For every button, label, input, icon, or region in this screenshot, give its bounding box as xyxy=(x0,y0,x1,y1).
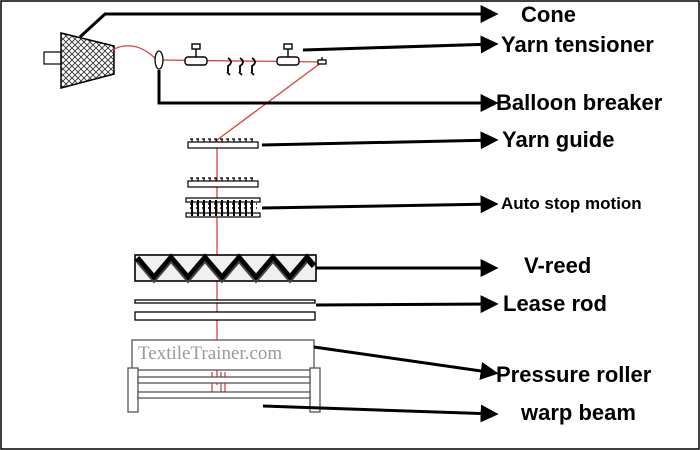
auto-stop-motion-shape xyxy=(185,197,261,218)
arrow-balloon-breaker xyxy=(157,70,499,112)
v-reed-shape xyxy=(134,253,317,284)
label-warp-beam: warp beam xyxy=(521,400,636,425)
pointer-arrows xyxy=(78,5,499,423)
tensioner-disc-2 xyxy=(276,43,300,66)
label-cone: Cone xyxy=(521,2,576,27)
balloon-breaker-shape xyxy=(154,50,164,70)
label-yarn-tensioner: Yarn tensioner xyxy=(501,32,654,57)
yarn-guide-shape xyxy=(187,138,259,149)
label-yarn-guide: Yarn guide xyxy=(502,127,615,152)
tensioner-disc-1 xyxy=(184,43,208,66)
pressure-roller-shape xyxy=(131,339,315,371)
cone-shape xyxy=(43,32,115,89)
label-auto-stop-motion: Auto stop motion xyxy=(501,194,642,213)
label-v-reed: V-reed xyxy=(524,253,592,278)
lease-rod-shape xyxy=(134,299,316,321)
tension-hooks xyxy=(226,57,256,76)
arrow-yarn-tensioner xyxy=(302,35,499,54)
watermark-text: TextileTrainer.com xyxy=(138,343,283,364)
arrow-auto-stop-motion xyxy=(261,195,499,214)
arrow-warp-beam xyxy=(262,404,499,423)
arrow-lease-rod xyxy=(315,295,499,314)
label-pressure-roller: Pressure roller xyxy=(496,362,652,387)
arrow-yarn-guide xyxy=(261,131,499,150)
label-lease-rod: Lease rod xyxy=(503,291,607,316)
arrow-cone xyxy=(78,5,499,39)
arrow-pressure-roller xyxy=(313,345,499,380)
yarn-guide-2-shape xyxy=(187,177,259,188)
label-balloon-breaker: Balloon breaker xyxy=(496,90,663,115)
tensioner-end xyxy=(317,57,327,65)
warp-beam-shape xyxy=(127,367,321,413)
